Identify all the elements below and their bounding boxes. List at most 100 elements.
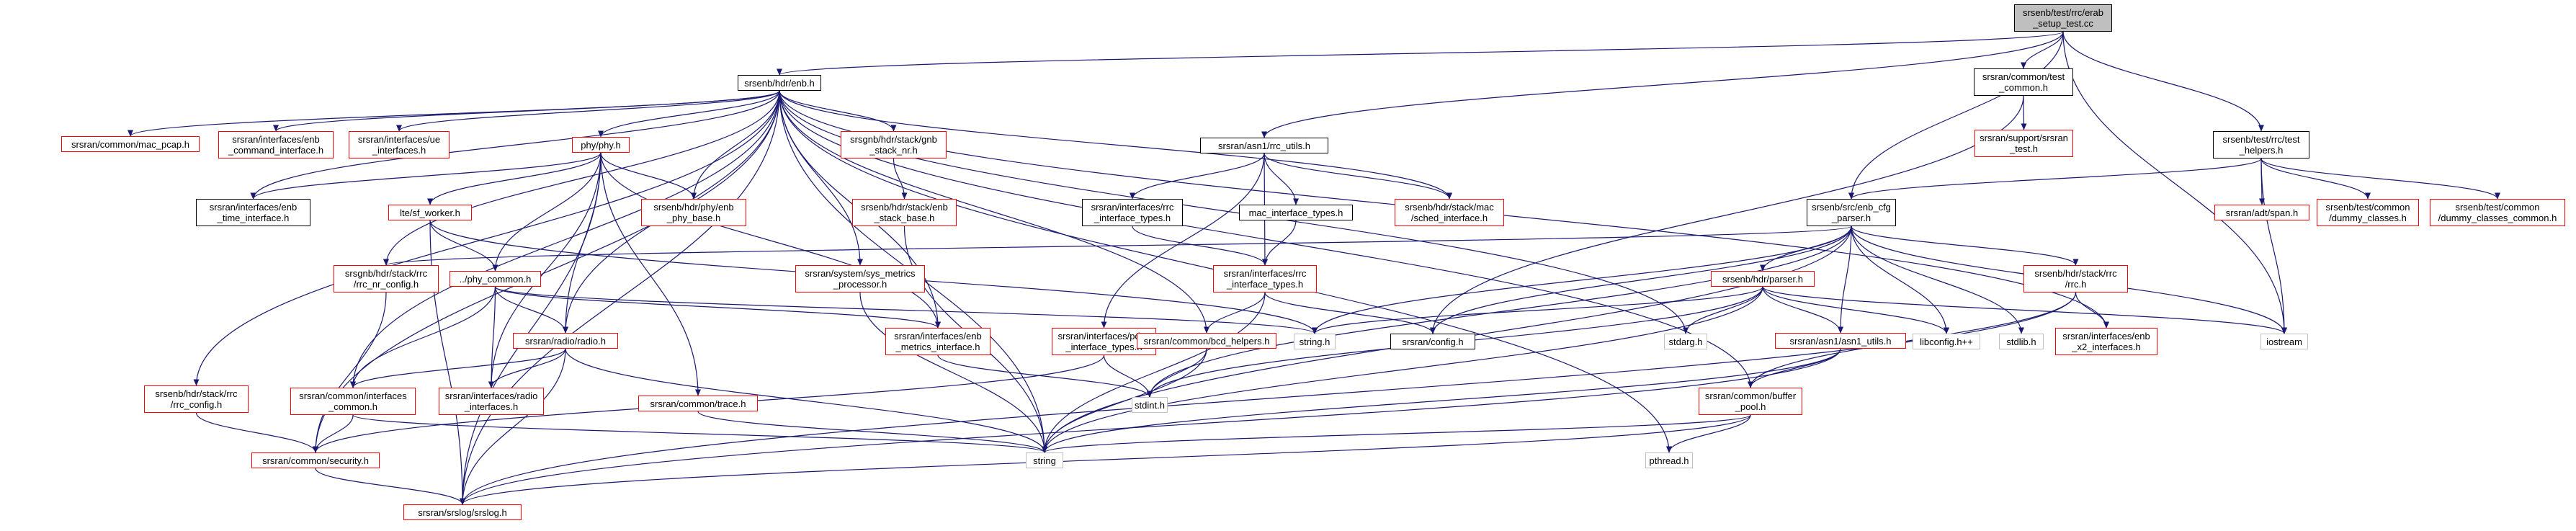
edge-phy-common-to-common-interfaces: [350, 286, 496, 388]
edge-test-common-to-srsran-config: [1430, 95, 2024, 334]
node-srslog[interactable]: srsran/srslog/srslog.h: [403, 504, 522, 520]
node-rrc-nr-config-gnb[interactable]: srsgnb/hdr/stack/rrc/rrc_nr_config.h: [334, 265, 439, 293]
node-rrc-interface-types-if[interactable]: srsran/interfaces/rrc_interface_types.h: [1082, 199, 1183, 226]
edge-gnb-stack-rr-to-enb-stack-base: [893, 158, 908, 200]
node-enb-x2[interactable]: srsran/interfaces/enb_x2_interfaces.h: [2055, 328, 2157, 355]
node-phy[interactable]: phy/phy.h: [572, 137, 630, 153]
node-label-line: _parser.h: [1831, 213, 1871, 223]
node-enb-time[interactable]: srsran/interfaces/enb_time_interface.h: [196, 199, 310, 226]
edge-asn1-utils-to-srslog: [460, 348, 1841, 505]
node-label-line: _common.h: [328, 401, 377, 412]
node-label-line: _interface_types.h: [1094, 213, 1171, 223]
node-label-line: srsran/common/trace.h: [650, 398, 746, 409]
node-label-line: srsenb/hdr/stack/rrc: [155, 388, 238, 399]
node-parser[interactable]: srsenb/hdr/parser.h: [1711, 271, 1815, 287]
node-label-line: srsran/common/bcd_helpers.h: [1143, 335, 1270, 347]
node-asn1-utils[interactable]: srsran/asn1/asn1_utils.h: [1775, 333, 1906, 349]
edge-enb-to-srslog: [460, 90, 780, 505]
node-ue-interfaces[interactable]: srsran/interfaces/ue_interfaces.h: [349, 131, 450, 159]
node-label-line: _metrics_interface.h: [895, 342, 980, 352]
edge-enb-metrics-to-stdint: [937, 354, 1153, 398]
edge-root-to-test-common: [2021, 31, 2064, 69]
edge-phy-common-to-radio: [494, 286, 568, 334]
edge-root-to-test-helpers: [2062, 31, 2264, 132]
edge-enb-to-enb-phy-base: [691, 90, 780, 200]
edge-phy-common-to-radio-interfaces: [488, 286, 496, 388]
edge-radio-to-string: [565, 348, 1047, 453]
node-label-line: /rrc_nr_config.h: [353, 279, 419, 290]
node-mac-interface-types[interactable]: mac_interface_types.h: [1239, 205, 1353, 220]
node-sf-worker[interactable]: lte/sf_worker.h: [388, 205, 472, 220]
edge-enb-to-rrc-nr-config-gnb: [383, 90, 780, 266]
node-sys-metrics[interactable]: srsran/system/sys_metrics_processor.h: [795, 265, 925, 293]
edge-asn1-rrc-utils-to-pdcp-interface-types: [1101, 153, 1265, 329]
edge-asn1-utils-to-buffer-pool: [1748, 348, 1841, 388]
node-label-line: srsran/common/mac_pcap.h: [71, 138, 189, 150]
node-enb[interactable]: srsenb/hdr/enb.h: [738, 75, 821, 91]
node-buffer-pool[interactable]: srsran/common/buffer_pool.h: [1699, 388, 1802, 415]
node-label-line: _processor.h: [833, 279, 887, 290]
node-stdint: stdint.h: [1132, 397, 1168, 413]
node-test-common[interactable]: srsran/common/test_common.h: [1974, 68, 2073, 96]
node-trace[interactable]: srsran/common/trace.h: [638, 396, 758, 411]
node-rrc-interface-types[interactable]: srsran/interfaces/rrc_interface_types.h: [1213, 265, 1317, 293]
node-common-interfaces[interactable]: srsran/common/interfaces_common.h: [290, 388, 416, 415]
node-adt-span[interactable]: srsran/adt/span.h: [2214, 205, 2309, 220]
edge-radio-to-srslog: [460, 348, 566, 505]
node-label-line: phy/phy.h: [581, 139, 621, 151]
edge-asn1-rrc-utils-to-rrc-interface-types-if: [1130, 153, 1265, 200]
node-label-line: /rrc.h: [2065, 279, 2087, 290]
edge-parser-to-string-h: [1312, 286, 1763, 334]
node-srsran-test[interactable]: srsran/support/srsran_test.h: [1975, 130, 2073, 157]
node-label-line: srsran/interfaces/enb: [2062, 331, 2150, 342]
node-enb-metrics[interactable]: srsran/interfaces/enb_metrics_interface.…: [885, 328, 990, 355]
edge-parser-to-libconfig: [1762, 286, 1949, 334]
edge-root-to-enb: [777, 31, 2064, 76]
edge-enb-cfg-parser-to-stdlib: [1851, 226, 2024, 334]
node-phy-common[interactable]: ../phy_common.h: [450, 271, 541, 287]
edge-common-interfaces-to-security: [313, 414, 354, 453]
node-label-line: stdarg.h: [1668, 336, 1703, 347]
edge-enb-to-mac-pcap: [128, 90, 780, 137]
edge-buffer-pool-to-pthread: [1666, 414, 1751, 453]
node-label-line: /sched_interface.h: [1410, 213, 1488, 223]
edge-parser-to-stdarg: [1683, 286, 1763, 334]
node-label-line: srsgnb/hdr/stack/gnb: [850, 134, 937, 145]
edge-enb-to-ue-interfaces: [396, 90, 780, 132]
node-radio[interactable]: srsran/radio/radio.h: [513, 333, 618, 349]
node-test-helpers[interactable]: srsenb/test/rrc/test_helpers.h: [2213, 131, 2309, 159]
edge-phy-to-phy-common: [492, 152, 601, 272]
node-enb-phy-base[interactable]: srsenb/hdr/phy/enb_phy_base.h: [641, 199, 746, 226]
node-asn1-rrc-utils[interactable]: srsran/asn1/rrc_utils.h: [1200, 138, 1328, 153]
node-mac-pcap[interactable]: srsran/common/mac_pcap.h: [61, 136, 200, 152]
node-radio-interfaces[interactable]: srsran/interfaces/radio_interfaces.h: [439, 388, 544, 415]
edge-test-helpers-to-enb-cfg-parser: [1848, 158, 2262, 200]
node-enb-cfg-parser[interactable]: srsenb/src/enb_cfg_parser.h: [1807, 199, 1896, 226]
node-label-line: srsran/srslog/srslog.h: [418, 507, 507, 518]
node-rrc-h[interactable]: srsenb/hdr/stack/rrc/rrc.h: [2023, 265, 2128, 293]
edge-phy-to-radio-interfaces: [488, 152, 601, 388]
edge-asn1-rrc-utils-to-mac-interface-types: [1264, 153, 1299, 205]
edge-phy-to-srslog: [460, 152, 601, 505]
edge-bcd-helpers-to-string: [1042, 348, 1207, 453]
node-srsran-config[interactable]: srsran/config.h: [1390, 334, 1475, 349]
node-security[interactable]: srsran/common/security.h: [251, 452, 380, 468]
node-dummy-classes[interactable]: srsenb/test/common/dummy_classes.h: [2317, 199, 2419, 226]
node-rrc-config[interactable]: srsenb/hdr/stack/rrc/rrc_config.h: [144, 385, 249, 413]
node-enb-command[interactable]: srsran/interfaces/enb_command_interface.…: [218, 131, 334, 159]
node-label-line: srsran/radio/radio.h: [525, 335, 606, 347]
node-label-line: _stack_nr.h: [869, 145, 918, 156]
node-bcd-helpers[interactable]: srsran/common/bcd_helpers.h: [1137, 333, 1276, 349]
node-label-line: srsran/interfaces/rrc: [1091, 202, 1174, 213]
edge-test-helpers-to-iostream: [2260, 158, 2287, 334]
edge-radio-to-common-interfaces: [350, 348, 566, 388]
node-label-line: srsenb/hdr/enb.h: [744, 77, 815, 89]
node-label-line: _time_interface.h: [217, 213, 290, 223]
node-label-line: srsran/interfaces/rrc: [1223, 268, 1307, 279]
node-enb-stack-base[interactable]: srsenb/hdr/stack/enb_stack_base.h: [852, 199, 957, 226]
node-label-line: srsenb/src/enb_cfg: [1812, 202, 1891, 213]
node-sched-interface[interactable]: srsenb/hdr/stack/mac/sched_interface.h: [1395, 199, 1504, 226]
node-gnb-stack-rr[interactable]: srsgnb/hdr/stack/gnb_stack_nr.h: [841, 131, 947, 159]
node-dummy-classes-common[interactable]: srsenb/test/common/dummy_classes_common.…: [2430, 199, 2565, 226]
